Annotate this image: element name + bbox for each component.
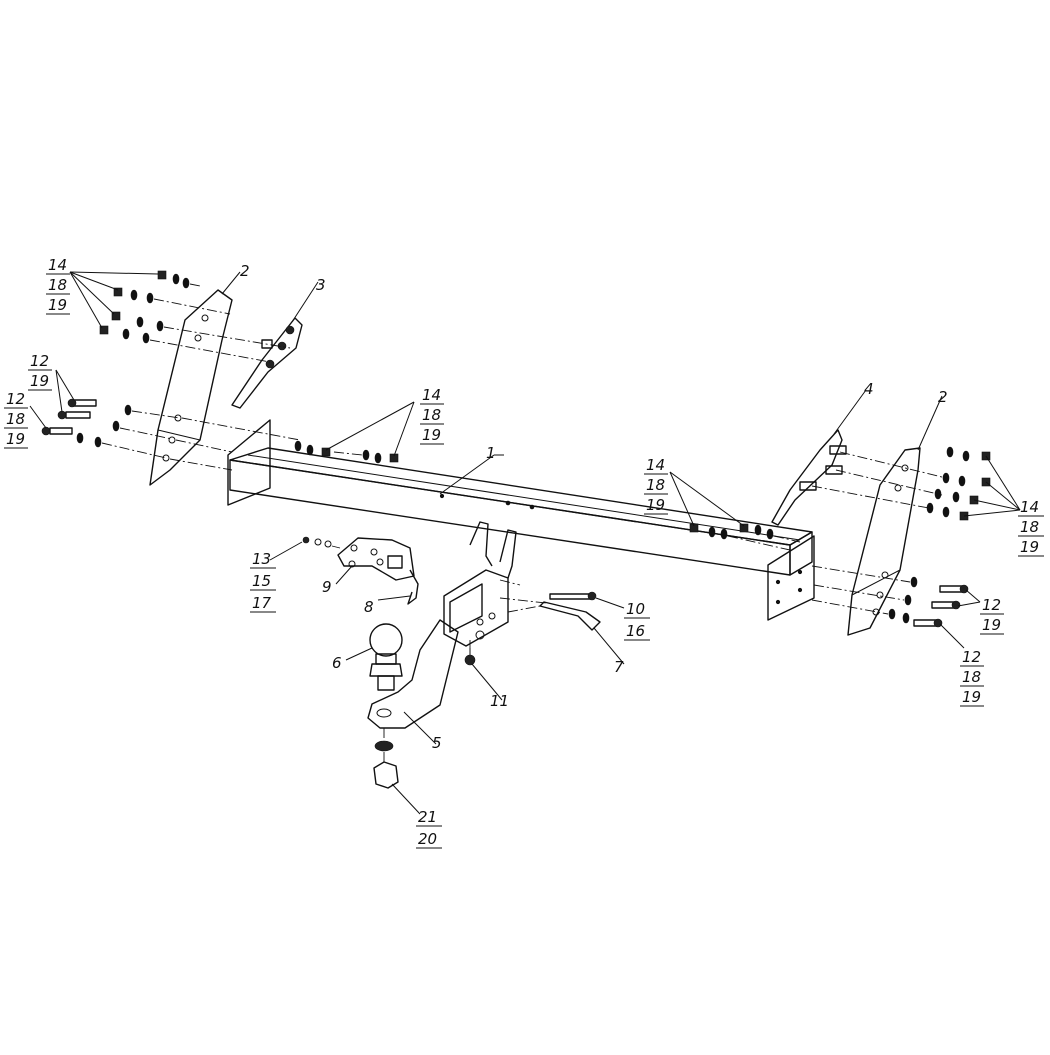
label-part-5: 5	[432, 734, 442, 752]
label-19: 19	[646, 496, 665, 514]
center-axis-lines	[331, 545, 547, 762]
label-part-11: 11	[490, 692, 509, 710]
upper-left-hardware	[99, 270, 291, 363]
callout-labels: 14 18 19 12 19 12 18 19 14 18 19 14 18 1…	[6, 256, 1039, 848]
label-part-8: 8	[364, 598, 374, 616]
label-18: 18	[962, 668, 981, 686]
left-bracket-part-2	[149, 289, 233, 486]
label-13: 13	[252, 550, 271, 568]
label-part-1: 1	[486, 444, 496, 462]
label-12: 12	[962, 648, 981, 666]
bracket-part-4	[771, 429, 847, 526]
callout-underlines	[4, 273, 1044, 849]
clip-part-7	[539, 601, 601, 631]
label-14: 14	[48, 256, 67, 274]
label-19: 19	[422, 426, 441, 444]
label-16: 16	[626, 622, 645, 640]
bracket-part-3	[231, 317, 303, 409]
clip-part-8	[407, 569, 419, 605]
label-12: 12	[30, 352, 49, 370]
label-part-2-right: 2	[938, 388, 948, 406]
label-19: 19	[982, 616, 1001, 634]
label-14: 14	[1020, 498, 1039, 516]
tow-ball-part-6	[369, 623, 403, 691]
receiver-assembly	[443, 521, 517, 647]
label-part-7: 7	[614, 658, 624, 676]
pin-part-10	[549, 591, 597, 601]
label-18: 18	[48, 276, 67, 294]
center-left-hardware	[294, 440, 399, 464]
label-part-2-left: 2	[240, 262, 250, 280]
right-bolts	[811, 565, 969, 628]
label-12: 12	[982, 596, 1001, 614]
crossbar-part-1	[227, 419, 815, 621]
label-19: 19	[30, 372, 49, 390]
right-bracket-part-2	[847, 447, 921, 636]
label-18: 18	[1020, 518, 1039, 536]
center-right-hardware	[689, 523, 801, 551]
label-21: 21	[418, 808, 437, 826]
label-12: 12	[6, 390, 25, 408]
label-19: 19	[48, 296, 67, 314]
socket-bracket-part-9	[302, 536, 415, 581]
label-15: 15	[252, 572, 271, 590]
bolt-part-11	[464, 648, 476, 666]
upper-right-hardware	[811, 446, 991, 521]
washer-nut-parts-20-21	[373, 740, 399, 789]
label-14: 14	[422, 386, 441, 404]
left-bolts	[41, 398, 301, 471]
label-18: 18	[6, 410, 25, 428]
label-part-4: 4	[864, 380, 874, 398]
label-17: 17	[252, 594, 272, 612]
label-19: 19	[1020, 538, 1039, 556]
label-18: 18	[646, 476, 665, 494]
label-part-10: 10	[626, 600, 645, 618]
label-part-3: 3	[316, 276, 326, 294]
leader-lines	[29, 271, 1021, 815]
label-part-9: 9	[322, 578, 332, 596]
label-18: 18	[422, 406, 441, 424]
label-14: 14	[646, 456, 665, 474]
label-19: 19	[6, 430, 25, 448]
label-20: 20	[418, 830, 437, 848]
ball-mount-part-5	[367, 619, 459, 729]
label-19: 19	[962, 688, 981, 706]
label-part-6: 6	[332, 654, 342, 672]
